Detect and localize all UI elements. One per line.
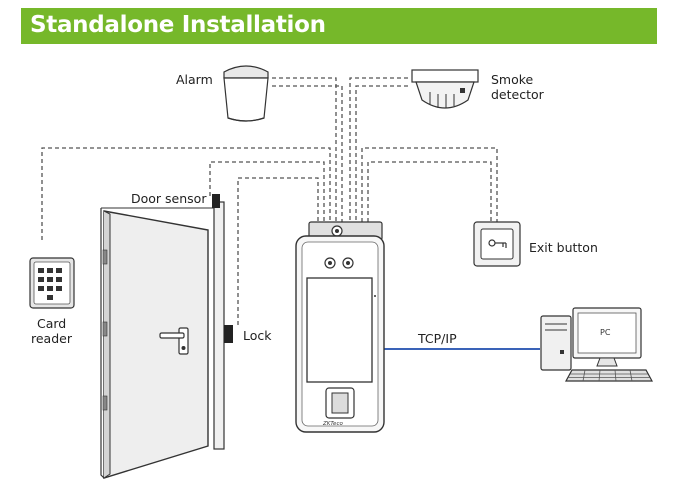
wire-door-sensor — [209, 161, 325, 222]
wiring — [41, 77, 498, 325]
wire-exit-button — [361, 147, 498, 222]
smoke-label-line1: Smoke — [491, 72, 534, 87]
lock-icon — [224, 325, 233, 343]
wire-lock — [237, 177, 319, 325]
wire-exit-button-2 — [367, 161, 492, 222]
terminal-device — [295, 221, 385, 433]
wire-alarm — [272, 77, 337, 222]
card-reader-icon — [29, 257, 75, 309]
door-sensor-label: Door sensor — [131, 191, 207, 206]
card-reader-label-line2: reader — [31, 331, 73, 346]
tcpip-label: TCP/IP — [417, 331, 457, 346]
exit-button-label: Exit button — [529, 240, 598, 255]
smoke-detector-icon — [411, 69, 479, 109]
door — [100, 201, 225, 479]
page-title: Standalone Installation — [30, 12, 326, 38]
card-reader-label-line1: Card — [37, 316, 66, 331]
wire-card-reader — [41, 147, 331, 240]
pc-label: PC — [600, 328, 611, 337]
smoke-label-line2: detector — [491, 87, 545, 102]
lock-label: Lock — [243, 328, 272, 343]
alarm-icon — [223, 65, 269, 122]
terminal-brand-label: ZKTeco — [322, 421, 343, 427]
door-sensor-icon — [212, 194, 220, 208]
wire-smoke — [349, 77, 408, 222]
wire-smoke-2 — [355, 85, 408, 222]
title-banner: Standalone Installation — [21, 8, 657, 44]
door-handle-icon — [159, 327, 189, 355]
alarm-label: Alarm — [176, 72, 213, 87]
pc-icon — [540, 307, 654, 382]
wire-alarm-2 — [272, 85, 343, 222]
exit-button-icon — [473, 221, 521, 267]
